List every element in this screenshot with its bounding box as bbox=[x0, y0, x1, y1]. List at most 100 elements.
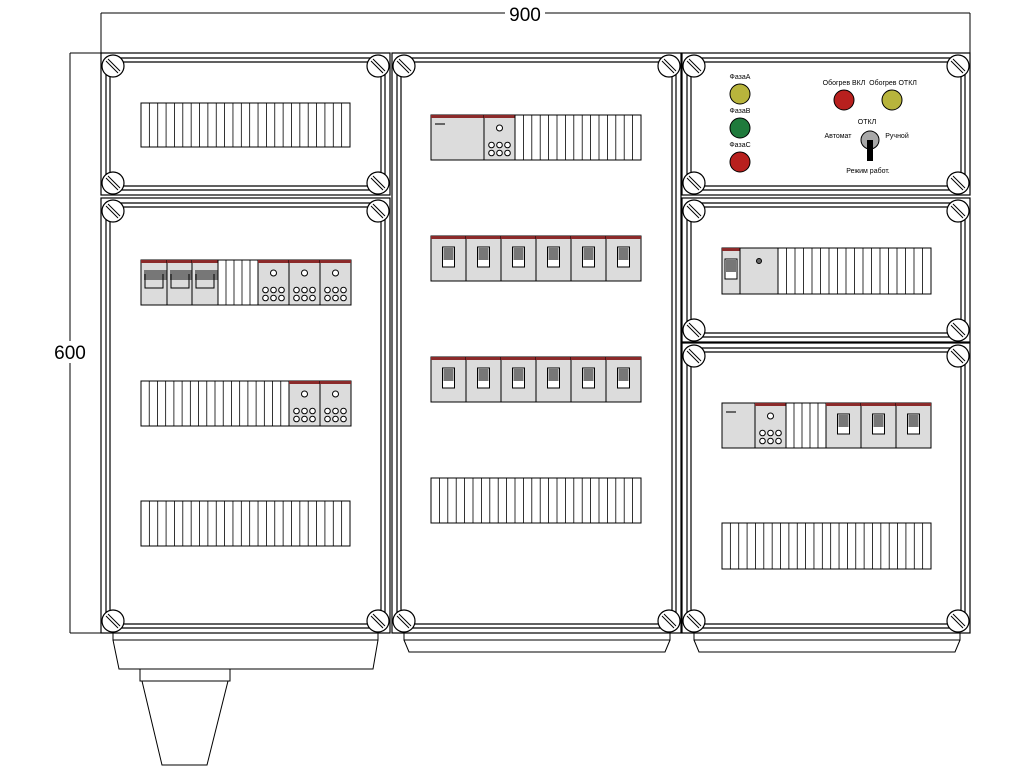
screw-icon bbox=[682, 171, 706, 195]
breaker-toggle-handle bbox=[478, 369, 489, 381]
screw-slot bbox=[370, 177, 384, 191]
breaker-handle-outline bbox=[170, 274, 190, 289]
terminal-screw-icon bbox=[293, 286, 300, 294]
terminal-screw-icon bbox=[332, 294, 339, 302]
breaker-top-stripe bbox=[536, 236, 571, 239]
lamp-label-phase-a: ФазаA bbox=[730, 74, 751, 81]
din-rail-outline bbox=[514, 114, 642, 161]
screw-slot bbox=[950, 177, 964, 191]
screw-icon bbox=[946, 54, 970, 78]
terminal-screw-icon bbox=[775, 429, 782, 437]
screw-head bbox=[682, 344, 706, 368]
breaker-top-stripe bbox=[466, 236, 501, 239]
rcd-module bbox=[319, 380, 352, 427]
breaker-top-stripe bbox=[501, 357, 536, 360]
screw-slot bbox=[105, 60, 119, 74]
screw-head bbox=[946, 54, 970, 78]
breaker-toggle-handle bbox=[583, 369, 594, 381]
screw-head bbox=[657, 609, 681, 633]
indicator-lamp-b bbox=[729, 117, 751, 139]
breaker-top-stripe bbox=[571, 357, 606, 360]
module-top-stripe bbox=[289, 260, 320, 263]
screw-slot bbox=[952, 58, 966, 72]
screw-slot bbox=[686, 350, 700, 364]
screw-slot bbox=[950, 350, 964, 364]
screw-slot bbox=[686, 324, 700, 338]
screw-icon bbox=[101, 171, 125, 195]
din-rail-outline bbox=[430, 477, 642, 524]
module-top-stripe bbox=[320, 381, 351, 384]
breaker-top-stripe bbox=[571, 236, 606, 239]
terminal-screw-icon bbox=[293, 294, 300, 302]
terminal-screw-icon bbox=[332, 286, 339, 294]
blank-din-slots bbox=[721, 522, 932, 570]
screw-head bbox=[101, 199, 125, 223]
screw-slot bbox=[688, 613, 702, 627]
module-top-stripe bbox=[289, 381, 320, 384]
circuit-breaker bbox=[895, 402, 932, 449]
blank-din-slots bbox=[140, 380, 290, 427]
enclosure-frame-line bbox=[681, 52, 971, 196]
screw-slot bbox=[372, 613, 386, 627]
screw-slot bbox=[950, 615, 964, 629]
terminal-screw-icon bbox=[309, 294, 316, 302]
enclosure-frame-line bbox=[105, 202, 386, 629]
terminal-screw-icon bbox=[767, 429, 774, 437]
din-rail-outline bbox=[721, 522, 932, 570]
screw-slot bbox=[663, 58, 677, 72]
terminal-screw-icon bbox=[340, 415, 347, 423]
screw-head bbox=[101, 609, 125, 633]
terminal-screw-icon bbox=[262, 294, 269, 302]
circuit-breaker bbox=[535, 356, 572, 403]
rcd-module bbox=[288, 380, 321, 427]
indicator-led bbox=[756, 258, 762, 264]
screw-head bbox=[682, 318, 706, 342]
screw-head bbox=[946, 609, 970, 633]
enclosure-middle bbox=[391, 52, 682, 634]
terminal-screw-icon bbox=[301, 415, 308, 423]
screw-slot bbox=[688, 322, 702, 336]
breaker-toggle-handle bbox=[618, 369, 629, 381]
breaker-handle-outline bbox=[195, 274, 215, 289]
screw-icon bbox=[682, 344, 706, 368]
terminal-screw-icon bbox=[293, 407, 300, 415]
right-base-plinth bbox=[693, 633, 961, 653]
breaker-top-stripe bbox=[466, 357, 501, 360]
breaker-top-stripe bbox=[896, 403, 931, 406]
blank-din-slots bbox=[777, 247, 932, 295]
module-label-plate bbox=[435, 123, 445, 125]
screw-head bbox=[682, 609, 706, 633]
terminal-screw-icon bbox=[759, 437, 766, 445]
enclosure-frame-line bbox=[396, 57, 677, 629]
circuit-breaker bbox=[570, 235, 607, 282]
screw-slot bbox=[396, 60, 410, 74]
circuit-breaker bbox=[500, 235, 537, 282]
screw-head bbox=[366, 609, 390, 633]
screw-head bbox=[366, 54, 390, 78]
breaker-handle-bar bbox=[144, 270, 167, 280]
screw-icon bbox=[946, 318, 970, 342]
enclosure-frame-line bbox=[100, 197, 391, 634]
terminal-screw-icon bbox=[324, 415, 331, 423]
screw-slot bbox=[398, 613, 412, 627]
breaker-body bbox=[430, 235, 467, 282]
test-button-icon bbox=[270, 269, 277, 277]
enclosure-frame-line bbox=[681, 342, 971, 634]
screw-slot bbox=[370, 205, 384, 219]
module-top-stripe bbox=[320, 260, 351, 263]
breaker-top-stripe bbox=[826, 403, 861, 406]
test-button-icon bbox=[496, 124, 503, 132]
control-module bbox=[430, 114, 485, 161]
blank-din-slots bbox=[514, 114, 642, 161]
screw-head bbox=[946, 344, 970, 368]
blank-din-slots bbox=[140, 500, 351, 547]
breaker-top-stripe bbox=[141, 260, 167, 263]
terminal-screw-icon bbox=[301, 286, 308, 294]
indicator-lamp-c bbox=[729, 151, 751, 173]
screw-icon bbox=[682, 318, 706, 342]
screw-slot bbox=[105, 205, 119, 219]
din-rail-outline bbox=[217, 259, 259, 306]
din-rail-outline bbox=[785, 402, 827, 449]
lamp-label-phase-c: ФазаC bbox=[729, 142, 750, 149]
